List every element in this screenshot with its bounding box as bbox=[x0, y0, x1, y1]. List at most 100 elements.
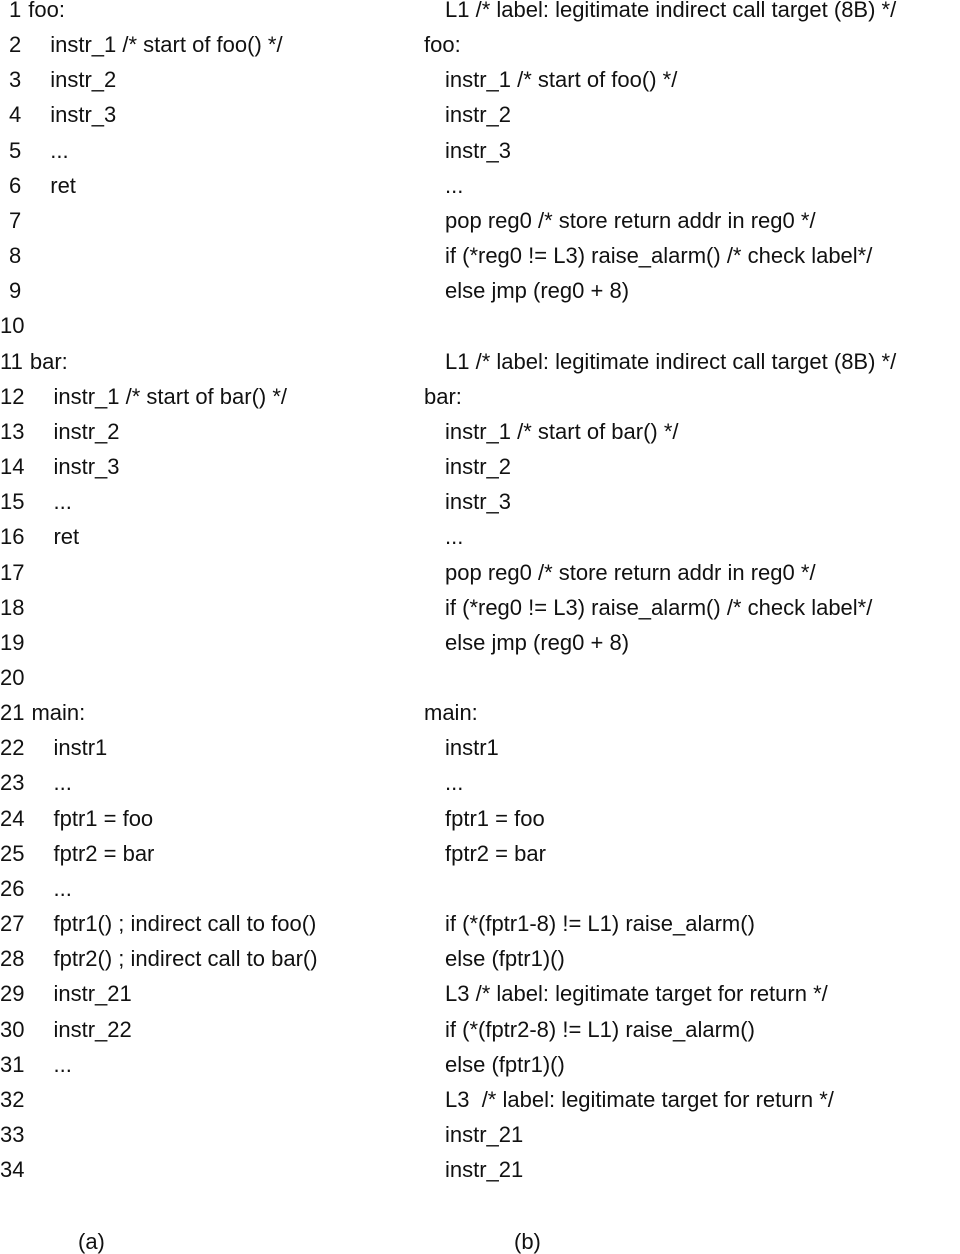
caption-a: (a) bbox=[78, 1229, 105, 1254]
code-line: if (*reg0 != L3) raise_alarm() /* check … bbox=[445, 594, 873, 620]
line-number: 20 bbox=[0, 664, 25, 690]
code-line: fptr1 = foo bbox=[445, 805, 545, 831]
line-number: 3 bbox=[9, 67, 22, 93]
line-number: 29 bbox=[0, 981, 25, 1007]
code-line: 32 bbox=[0, 1082, 420, 1117]
code-line: else jmp (reg0 + 8) bbox=[445, 629, 630, 655]
code-line: 7 bbox=[0, 203, 420, 238]
code-line: ... bbox=[445, 172, 464, 198]
code-line: instr_1 /* start of bar() */ bbox=[445, 418, 679, 444]
code-line: 12 instr_1 /* start of bar() */ bbox=[0, 379, 420, 414]
code-line: 13 instr_2 bbox=[0, 414, 420, 449]
code-line: ... bbox=[445, 770, 464, 796]
code-line: 10 bbox=[0, 308, 420, 343]
line-number: 15 bbox=[0, 489, 25, 515]
line-code: foo: bbox=[28, 0, 65, 22]
code-line: pop reg0 /* store return addr in reg0 */ bbox=[445, 207, 816, 233]
line-code: fptr2() ; indirect call to bar() bbox=[53, 946, 318, 972]
line-number: 33 bbox=[0, 1122, 25, 1147]
line-number: 8 bbox=[9, 243, 22, 269]
line-number: 28 bbox=[0, 946, 25, 972]
line-number: 23 bbox=[0, 770, 25, 796]
line-number: 22 bbox=[0, 735, 25, 761]
line-number: 19 bbox=[0, 629, 25, 655]
code-line: if (*(fptr2-8) != L1) raise_alarm() bbox=[445, 1016, 755, 1042]
line-number: 2 bbox=[9, 32, 22, 58]
line-number: 11 bbox=[0, 348, 23, 374]
code-line: 23... bbox=[0, 765, 420, 800]
code-line: 8 bbox=[0, 238, 420, 273]
code-line: instr_2 bbox=[445, 454, 512, 480]
line-number: 12 bbox=[0, 383, 25, 409]
code-line: if (*(fptr1-8) != L1) raise_alarm() bbox=[445, 911, 755, 937]
line-number: 7 bbox=[9, 207, 22, 233]
code-line: 29 instr_21 bbox=[0, 976, 420, 1011]
code-line: 20 bbox=[0, 660, 420, 695]
line-code: instr_1 /* start of bar() */ bbox=[53, 383, 288, 409]
line-number: 30 bbox=[0, 1016, 25, 1042]
code-line: 2 instr_1 /* start of foo() */ bbox=[0, 27, 420, 62]
code-line: instr_21 bbox=[445, 1157, 524, 1183]
code-line: foo: bbox=[424, 32, 461, 58]
code-line: 33 bbox=[0, 1117, 420, 1152]
code-line: bar: bbox=[424, 383, 462, 409]
code-line: 30 instr_22 bbox=[0, 1012, 420, 1047]
line-code: fptr1() ; indirect call to foo() bbox=[53, 911, 317, 937]
line-code: ret bbox=[53, 524, 80, 550]
code-line: L3 /* label: legitimate target for retur… bbox=[445, 981, 828, 1007]
line-number: 13 bbox=[0, 418, 25, 444]
code-line bbox=[424, 660, 960, 695]
line-number: 17 bbox=[0, 559, 25, 585]
line-code: instr_3 bbox=[53, 454, 120, 480]
code-line: instr_21 bbox=[445, 1122, 524, 1147]
line-number: 18 bbox=[0, 594, 25, 620]
line-code: ... bbox=[53, 770, 72, 796]
line-code: instr_22 bbox=[53, 1016, 132, 1042]
code-line: 18 bbox=[0, 590, 420, 625]
code-line: 19 bbox=[0, 625, 420, 660]
line-number: 26 bbox=[0, 875, 25, 901]
line-code: main: bbox=[31, 700, 86, 726]
line-number: 9 bbox=[9, 278, 22, 304]
line-code: ... bbox=[53, 1051, 72, 1077]
line-number: 5 bbox=[9, 137, 22, 163]
line-number: 25 bbox=[0, 840, 25, 866]
code-line bbox=[424, 308, 960, 343]
code-line: else jmp (reg0 + 8) bbox=[445, 278, 630, 304]
line-number: 34 bbox=[0, 1157, 25, 1183]
code-line: 27 fptr1() ; indirect call to foo() bbox=[0, 906, 420, 941]
code-line: 26... bbox=[0, 871, 420, 906]
code-line: L3 /* label: legitimate target for retur… bbox=[445, 1086, 834, 1112]
line-code: ret bbox=[50, 172, 76, 198]
code-line: 31... bbox=[0, 1047, 420, 1082]
code-line: 28 fptr2() ; indirect call to bar() bbox=[0, 941, 420, 976]
line-number: 4 bbox=[9, 102, 22, 128]
line-code: ... bbox=[53, 875, 72, 901]
line-number: 21 bbox=[0, 700, 25, 726]
code-line: main: bbox=[424, 700, 478, 726]
line-code: ... bbox=[50, 137, 69, 163]
code-line: instr_3 bbox=[445, 137, 512, 163]
code-line: 17 bbox=[0, 555, 420, 590]
code-line: else (fptr1)() bbox=[445, 946, 565, 972]
code-line: instr_3 bbox=[445, 489, 512, 515]
code-line: 15... bbox=[0, 484, 420, 519]
line-code: instr_1 /* start of foo() */ bbox=[50, 32, 283, 58]
line-code: ... bbox=[53, 489, 72, 515]
code-line: L1 /* label: legitimate indirect call ta… bbox=[445, 348, 897, 374]
line-number: 27 bbox=[0, 911, 25, 937]
line-code: instr1 bbox=[53, 735, 108, 761]
line-code: instr_21 bbox=[53, 981, 132, 1007]
line-number: 31 bbox=[0, 1051, 25, 1077]
code-line: if (*reg0 != L3) raise_alarm() /* check … bbox=[445, 243, 873, 269]
line-code: instr_2 bbox=[53, 418, 120, 444]
